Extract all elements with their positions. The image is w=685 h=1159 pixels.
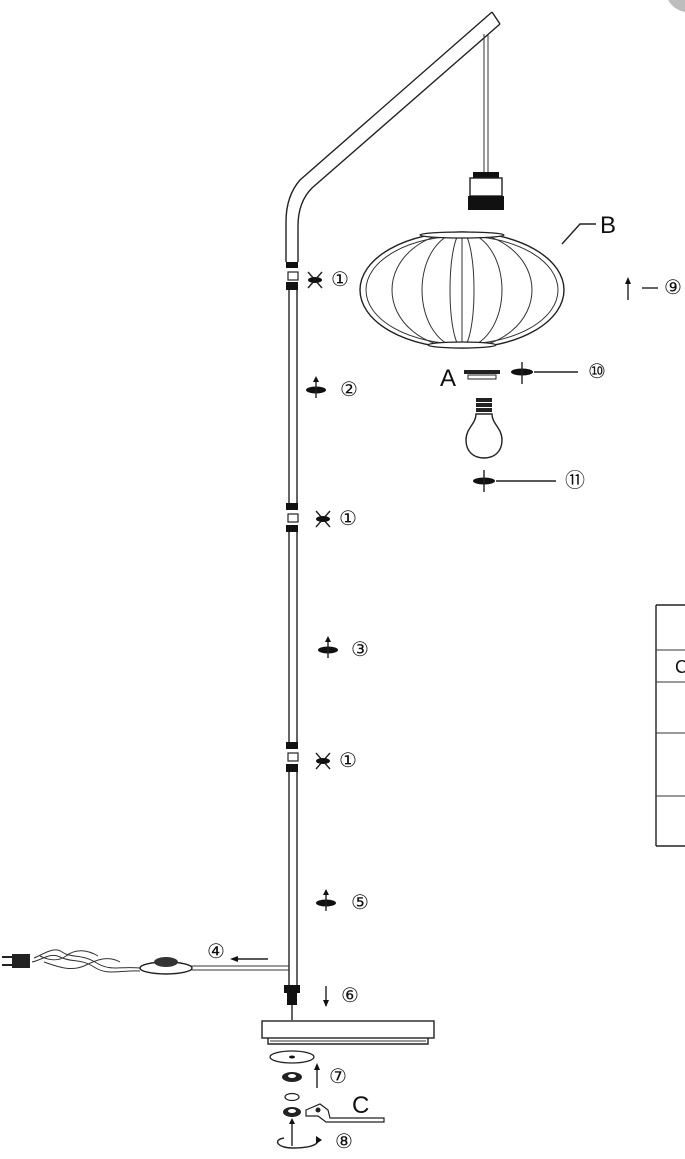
step-6-number: ⑥: [341, 985, 359, 1007]
part-a-ring: [464, 370, 500, 380]
step-11-number: ⑪: [565, 469, 585, 492]
step-7-marker: ⑦: [314, 1063, 347, 1088]
parts-table-cell-text: C: [675, 657, 685, 677]
lamp-pole: [285, 11, 501, 985]
corner-mark: [668, 0, 685, 12]
step-11-rotate-marker: ⑪: [473, 469, 585, 492]
step-5-number: ⑤: [351, 892, 369, 914]
step-4-marker: ④: [207, 941, 268, 963]
step-1-mid-number: ①: [339, 508, 357, 530]
step-10-rotate-marker: ⑩: [511, 361, 606, 384]
step-8-number: ⑧: [335, 1131, 353, 1153]
pole-base-connector: [284, 985, 300, 1020]
step-9-marker: ⑨: [625, 277, 682, 300]
light-bulb-icon: [465, 398, 503, 459]
lamp-base: [261, 1020, 435, 1045]
label-b: B: [600, 212, 616, 239]
step-1-top-number: ①: [331, 269, 349, 291]
step-2-rotate-marker: ②: [306, 376, 358, 401]
step-1-low-marker: ①: [315, 750, 357, 772]
plug-icon: [2, 954, 30, 968]
step-5-rotate-marker: ⑤: [316, 889, 369, 914]
step-9-number: ⑨: [664, 277, 682, 299]
step-4-number: ④: [207, 941, 225, 963]
pole-joint-lower: [286, 742, 299, 772]
label-c: C: [352, 1092, 369, 1119]
step-3-rotate-marker: ③: [318, 636, 369, 661]
step-10-number: ⑩: [588, 361, 606, 383]
step-1-mid-marker: ①: [315, 508, 357, 530]
hanging-cord: [483, 34, 489, 172]
parts-table-fragment: C: [655, 604, 685, 847]
pole-joint-top: [286, 262, 299, 290]
power-cord: [2, 949, 289, 975]
step-6-marker: ⑥: [323, 985, 359, 1007]
foot-switch: [139, 957, 193, 975]
step-8-marker: ⑧: [276, 1118, 353, 1153]
part-c-wrench: [305, 1103, 385, 1123]
base-washer: [269, 1050, 315, 1064]
step-3-number: ③: [351, 639, 369, 661]
lamp-socket: [468, 172, 504, 210]
pole-joint-middle: [286, 503, 299, 532]
step-7-number: ⑦: [329, 1066, 347, 1088]
base-nut: [282, 1072, 302, 1082]
step-2-number: ②: [340, 379, 358, 401]
step-1-low-number: ①: [339, 750, 357, 772]
lampshade: [359, 231, 565, 349]
part-c-fasteners: [283, 1092, 301, 1117]
step-1-top-marker: ①: [307, 269, 349, 291]
label-b-callout: B: [561, 212, 616, 245]
label-a: A: [440, 365, 456, 392]
